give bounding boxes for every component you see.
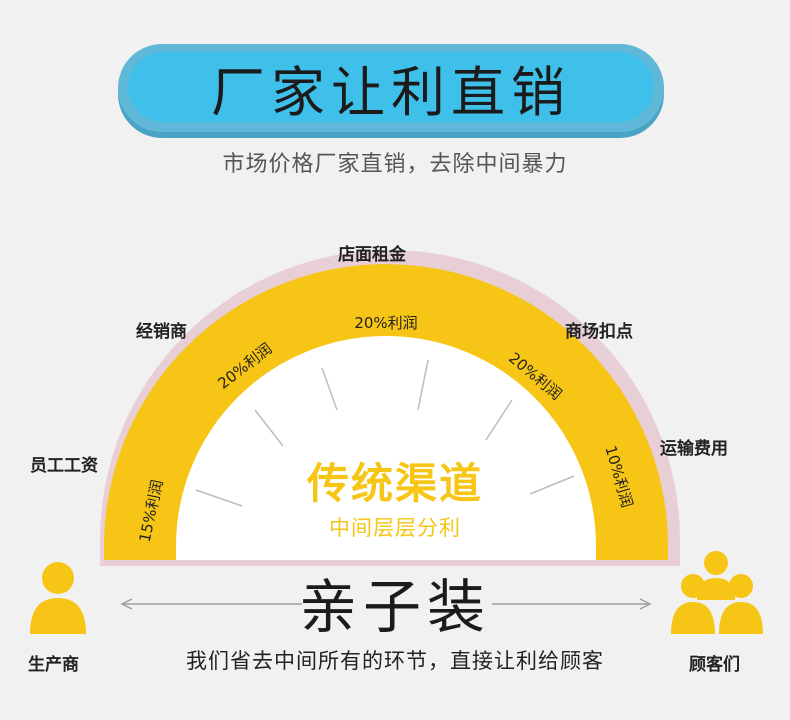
customers-icon-head bbox=[704, 551, 728, 575]
producer-label: 生产商 bbox=[28, 655, 79, 675]
traditional-channel-subtitle: 中间层层分利 bbox=[329, 516, 461, 540]
arrow-head-right bbox=[639, 598, 652, 610]
direct-arrow bbox=[120, 598, 652, 610]
producer-icon-body bbox=[30, 598, 86, 634]
arrow-head-left bbox=[120, 598, 133, 610]
cost-label-shipping: 运输费用 bbox=[660, 439, 728, 459]
subtitle: 市场价格厂家直销，去除中间暴力 bbox=[222, 152, 568, 177]
banner-title: 厂家让利直销 bbox=[211, 60, 571, 124]
title-banner-inner: 厂家让利直销 bbox=[128, 52, 654, 124]
direct-sale-statement: 我们省去中间所有的环节，直接让利给顾客 bbox=[186, 649, 604, 673]
traditional-channel-title: 传统渠道 bbox=[306, 459, 483, 508]
customers-icon-head bbox=[729, 574, 753, 598]
arch-segment-label: 20%利润 bbox=[354, 314, 417, 332]
customers-icon-body bbox=[719, 602, 763, 634]
customers-icon-body bbox=[697, 578, 735, 600]
arch-divider bbox=[254, 409, 284, 447]
cost-label-rent: 店面租金 bbox=[338, 245, 406, 265]
cost-label-distributor: 经销商 bbox=[136, 322, 187, 342]
title-banner: 厂家让利直销 bbox=[118, 44, 664, 132]
cost-label-staff-wages: 员工工资 bbox=[30, 456, 98, 476]
producer-icon-head bbox=[42, 562, 74, 594]
product-name: 亲子装 bbox=[298, 573, 491, 641]
arch-divider bbox=[417, 359, 429, 411]
arch-divider bbox=[529, 475, 575, 495]
customers-icon-body bbox=[671, 602, 715, 634]
customers-icon bbox=[671, 551, 763, 634]
customers-label: 顾客们 bbox=[689, 655, 740, 675]
arch-divider bbox=[485, 399, 513, 441]
arch-inner bbox=[176, 336, 596, 560]
producer-icon bbox=[30, 562, 86, 634]
arch-divider bbox=[321, 367, 338, 411]
arch-divider bbox=[195, 489, 243, 507]
cost-label-mall-commission: 商场扣点 bbox=[565, 322, 633, 342]
arch-dividers bbox=[195, 359, 575, 507]
